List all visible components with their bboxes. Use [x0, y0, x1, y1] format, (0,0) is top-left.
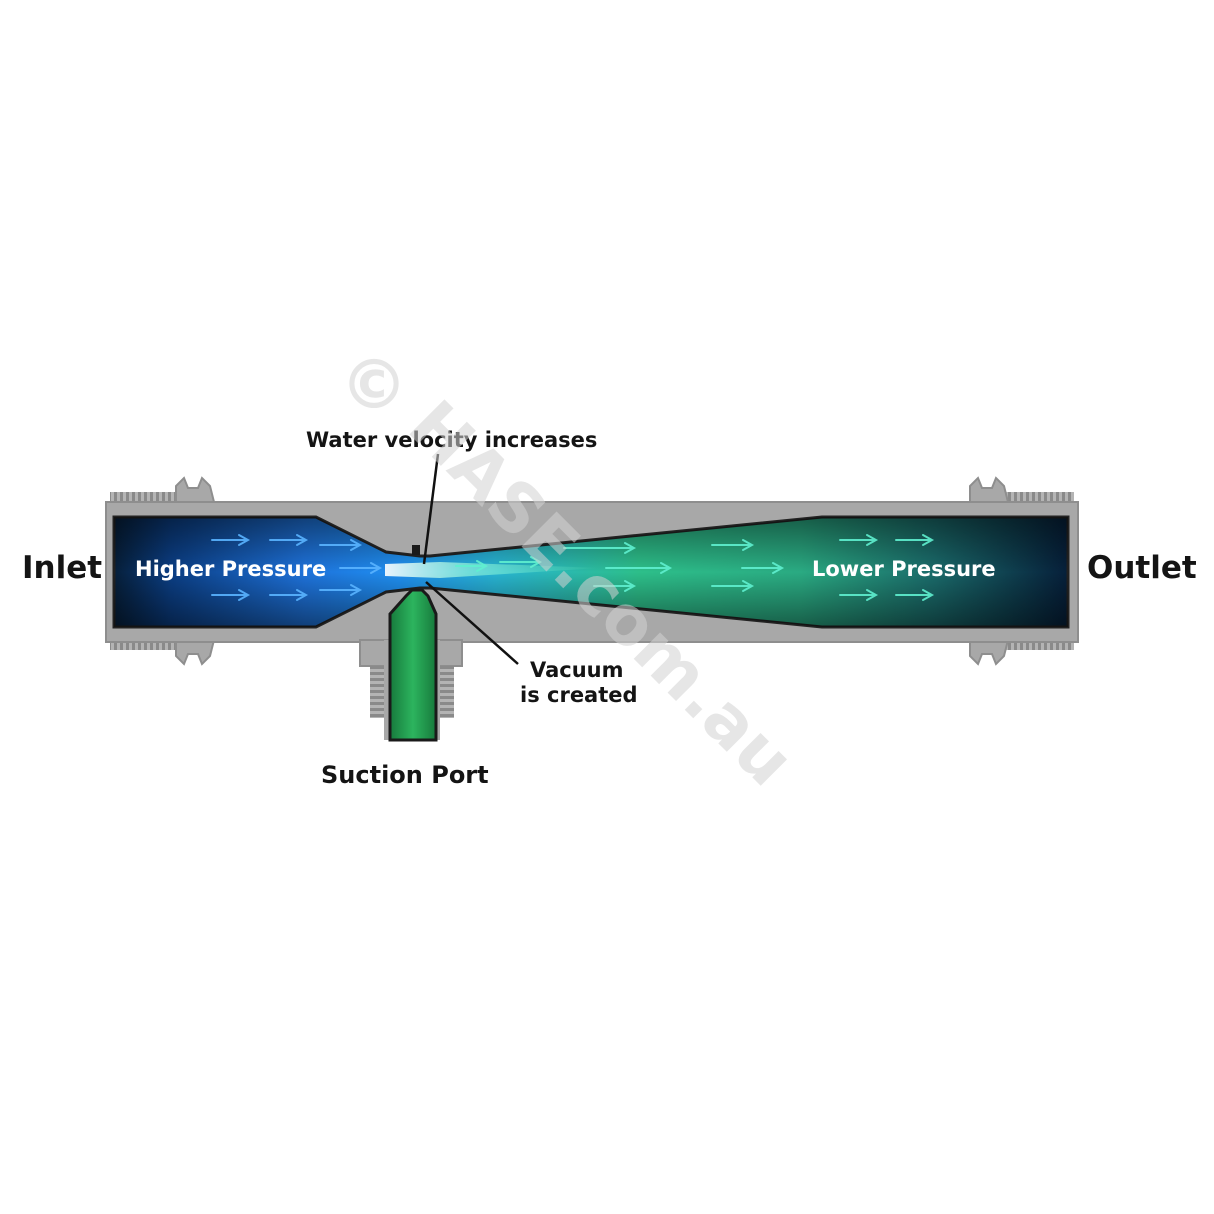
inlet-hex-nut: [175, 476, 216, 503]
suction-port-threads-right: [440, 666, 454, 718]
watermark-copyright-symbol: ©: [340, 346, 408, 425]
suction-nozzle-tip: [412, 545, 420, 555]
velocity-pointer-line: [422, 453, 440, 565]
arrow-right-icon: [269, 534, 309, 546]
arrow-right-icon: [895, 589, 935, 601]
arrow-right-icon: [211, 534, 251, 546]
vacuum-pointer-line: [425, 581, 519, 665]
vacuum-label-line2: is created: [520, 683, 638, 707]
arrow-right-icon: [319, 539, 363, 551]
arrow-right-icon: [339, 562, 383, 574]
suction-tube: [388, 545, 438, 742]
higher-pressure-label: Higher Pressure: [135, 557, 326, 581]
arrow-right-icon: [711, 580, 755, 592]
flow-arrows: [211, 534, 935, 601]
arrow-right-icon: [499, 556, 543, 568]
lower-pressure-label: Lower Pressure: [812, 557, 996, 581]
velocity-label: Water velocity increases: [306, 428, 597, 452]
outlet-hex-nut: [969, 476, 1010, 503]
arrow-right-icon: [563, 542, 637, 554]
suction-port-threads-left: [370, 666, 384, 718]
inlet-label: Inlet: [22, 550, 102, 586]
suction-port-label: Suction Port: [321, 761, 489, 789]
outlet-hex-nut-bottom: [969, 639, 1010, 666]
outlet-label: Outlet: [1087, 550, 1197, 586]
arrow-right-icon: [455, 560, 489, 572]
arrow-right-icon: [741, 562, 785, 574]
arrow-right-icon: [895, 534, 935, 546]
arrow-right-icon: [839, 589, 879, 601]
arrow-right-icon: [269, 589, 309, 601]
vacuum-label-line1: Vacuum: [530, 658, 624, 682]
suction-fluid: [388, 588, 438, 742]
inlet-hex-nut-bottom: [175, 639, 216, 666]
arrow-right-icon: [593, 580, 637, 592]
arrow-right-icon: [211, 589, 251, 601]
arrow-right-icon: [605, 562, 673, 574]
arrow-right-icon: [319, 584, 363, 596]
velocity-jet: [385, 562, 600, 578]
arrow-right-icon: [711, 539, 755, 551]
arrow-right-icon: [839, 534, 879, 546]
